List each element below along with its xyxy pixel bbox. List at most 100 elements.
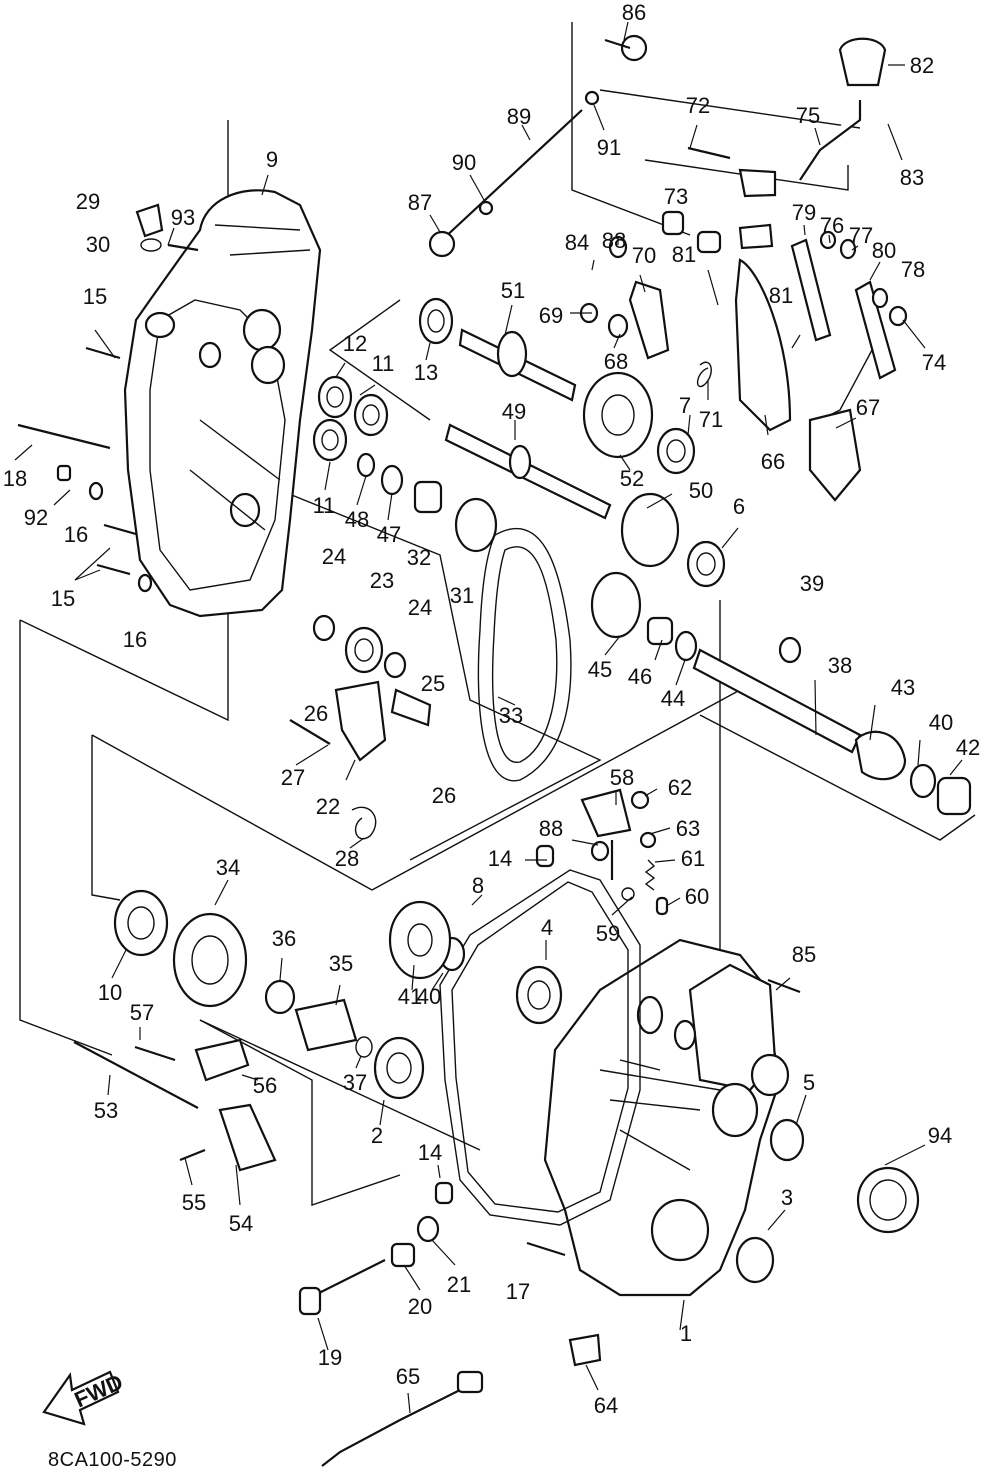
callout: 57: [130, 1000, 154, 1025]
callout: 5: [803, 1070, 815, 1095]
callout: 17: [506, 1279, 530, 1304]
callout: 33: [499, 703, 523, 728]
callout: 88: [539, 816, 563, 841]
callout: 46: [628, 664, 652, 689]
callout: 15: [51, 586, 75, 611]
callout: 71: [699, 407, 723, 432]
callout: 70: [632, 243, 656, 268]
callout: 93: [171, 205, 195, 230]
callout: 24: [408, 595, 432, 620]
gasket: [439, 869, 641, 1226]
callout: 56: [253, 1073, 277, 1098]
callout: 20: [408, 1294, 432, 1319]
callout: 65: [396, 1364, 420, 1389]
callout: 87: [408, 190, 432, 215]
callout-numbers: 86 82 72 89 75 91 9 90 83 73 29 87 93 79…: [3, 0, 980, 1418]
callout: 78: [901, 257, 925, 282]
document-code: 8CA100-5290: [48, 1449, 177, 1471]
callout: 42: [956, 735, 980, 760]
bearings-and-seals: [88, 203, 972, 1284]
callout: 16: [123, 627, 147, 652]
callout: 52: [620, 466, 644, 491]
callout: 53: [94, 1098, 118, 1123]
callout: 74: [922, 350, 946, 375]
callout: 32: [407, 545, 431, 570]
callout: 68: [604, 349, 628, 374]
callout: 81: [672, 242, 696, 267]
callout: 50: [689, 478, 713, 503]
callout: 94: [928, 1123, 952, 1148]
callout: 88: [602, 228, 626, 253]
callout: 16: [64, 522, 88, 547]
callout: 21: [447, 1272, 471, 1297]
callout: 41: [398, 984, 422, 1009]
callout: 35: [329, 951, 353, 976]
callout: 19: [318, 1345, 342, 1370]
callout: 14: [418, 1140, 442, 1165]
callout: 9: [266, 147, 278, 172]
fwd-label: FWD: [71, 1369, 127, 1412]
callout: 77: [849, 223, 873, 248]
callout: 24: [322, 544, 346, 569]
gears-and-shafts: [172, 328, 920, 1234]
callout: 61: [681, 846, 705, 871]
callout: 92: [24, 505, 48, 530]
callout: 10: [98, 980, 122, 1005]
callout: 64: [594, 1393, 618, 1418]
assembly-boundary-lines: [19, 22, 976, 1206]
callout: 83: [900, 165, 924, 190]
callout: 30: [86, 232, 110, 257]
callout: 85: [792, 942, 816, 967]
callout: 36: [272, 926, 296, 951]
callout: 54: [229, 1211, 253, 1236]
callout: 58: [610, 765, 634, 790]
shift-linkage-parts: [17, 34, 908, 1467]
left-crankcase-half: [123, 189, 322, 618]
callout: 89: [507, 104, 531, 129]
callout: 69: [539, 303, 563, 328]
callout: 67: [856, 395, 880, 420]
callout: 22: [316, 794, 340, 819]
leader-lines: [14, 21, 963, 1414]
callout: 84: [565, 230, 589, 255]
callout: 40: [929, 710, 953, 735]
callout: 13: [414, 360, 438, 385]
callout: 40: [417, 984, 441, 1009]
callout: 49: [502, 399, 526, 424]
callout: 80: [872, 238, 896, 263]
callout: 31: [450, 583, 474, 608]
callout: 4: [541, 915, 553, 940]
callout: 91: [597, 135, 621, 160]
callout: 47: [377, 522, 401, 547]
callout: 29: [76, 189, 100, 214]
callout: 12: [343, 331, 367, 356]
callout: 43: [891, 675, 915, 700]
callout: 39: [800, 571, 824, 596]
callout: 44: [661, 686, 685, 711]
callout: 11: [313, 493, 336, 518]
callout: 25: [421, 671, 445, 696]
callout: 18: [3, 466, 27, 491]
callout: 76: [820, 213, 844, 238]
callout: 72: [686, 93, 710, 118]
callout: 8: [472, 873, 484, 898]
callout: 11: [372, 351, 395, 376]
callout: 62: [668, 775, 692, 800]
right-crankcase-half: [543, 938, 790, 1297]
callout: 23: [370, 568, 394, 593]
callout: 75: [796, 103, 820, 128]
callout: 48: [345, 507, 369, 532]
callout: 38: [828, 653, 852, 678]
callout: 82: [910, 53, 934, 78]
callout: 1: [680, 1321, 692, 1346]
callout: 45: [588, 657, 612, 682]
callout: 81: [769, 283, 793, 308]
callout: 90: [452, 150, 476, 175]
callout: 37: [343, 1070, 367, 1095]
callout: 2: [371, 1123, 383, 1148]
callout: 86: [622, 0, 646, 25]
callout: 14: [488, 846, 512, 871]
forward-direction-arrow: FWD: [42, 1369, 127, 1426]
callout: 55: [182, 1190, 206, 1215]
